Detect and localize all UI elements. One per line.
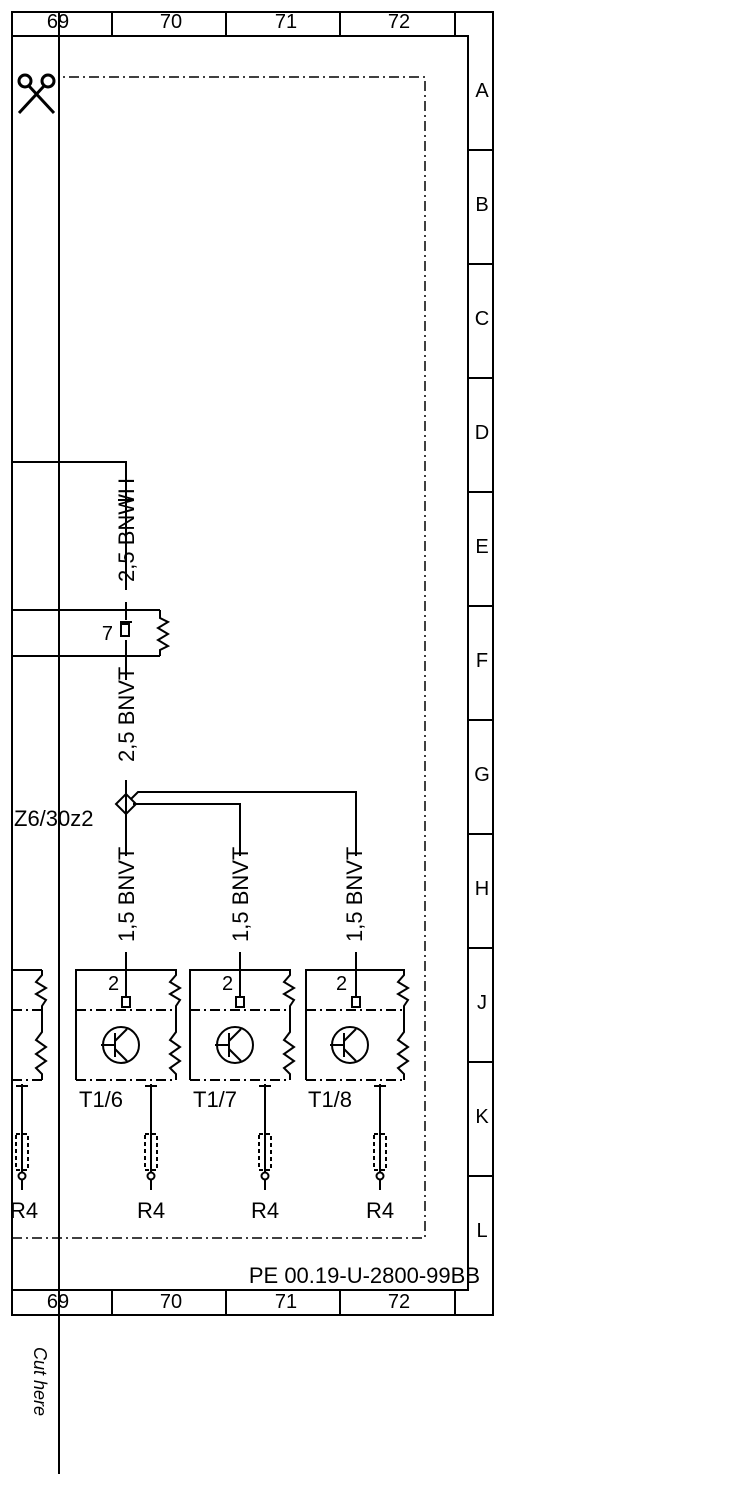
row-letter: D xyxy=(475,422,489,444)
splice-label: Z6/30z2 xyxy=(14,806,94,831)
row-letter: L xyxy=(476,1220,487,1242)
component-label: T1/8 xyxy=(308,1087,352,1112)
transistor-module xyxy=(75,952,182,1190)
row-letter: B xyxy=(475,194,488,216)
column-number-top: 72 xyxy=(388,11,410,33)
row-letter: A xyxy=(475,80,489,102)
drawing-number: PE 00.19-U-2800-99BB xyxy=(249,1263,480,1288)
main-wire xyxy=(12,461,171,794)
resistor-label: R4 xyxy=(251,1198,279,1223)
branch-wire-label: 1,5 BNVT xyxy=(114,847,139,942)
resistor-label: R4 xyxy=(10,1198,38,1223)
row-letter: F xyxy=(476,650,488,672)
branch-wire-label: 1,5 BNVT xyxy=(342,847,367,942)
wire-label: 2,5 BNVT xyxy=(114,667,139,762)
cut-here-label: Cut here xyxy=(30,1347,50,1416)
column-number-bottom: 70 xyxy=(160,1291,182,1313)
inner-boundary xyxy=(12,76,426,1239)
row-letter: J xyxy=(477,992,487,1014)
resistor-label: R4 xyxy=(366,1198,394,1223)
resistor-label: R4 xyxy=(137,1198,165,1223)
splice-symbol xyxy=(114,791,357,856)
component-label: T1/6 xyxy=(79,1087,123,1112)
column-number-bottom: 71 xyxy=(275,1291,297,1313)
transistor-module xyxy=(305,952,410,1190)
wire-label: 2,5 BNWH xyxy=(114,478,139,582)
connector-7 xyxy=(120,621,132,637)
row-letter: G xyxy=(474,764,490,786)
column-number-top: 70 xyxy=(160,11,182,33)
edge-module xyxy=(12,969,48,1190)
row-letter: C xyxy=(475,308,489,330)
row-letter: E xyxy=(475,536,488,558)
column-number-bottom: 72 xyxy=(388,1291,410,1313)
pin-label: 2 xyxy=(336,973,347,995)
row-letter: H xyxy=(475,878,489,900)
transistor-module xyxy=(189,952,296,1190)
branch-wire-label: 1,5 BNVT xyxy=(228,847,253,942)
pin-label: 2 xyxy=(108,973,119,995)
column-number-top: 71 xyxy=(275,11,297,33)
pin-label: 2 xyxy=(222,973,233,995)
component-label: T1/7 xyxy=(193,1087,237,1112)
drawing-frame xyxy=(11,11,494,1316)
row-letter: K xyxy=(475,1106,489,1128)
connector-pin-label: 7 xyxy=(102,623,113,645)
scissors-icon xyxy=(17,73,56,115)
